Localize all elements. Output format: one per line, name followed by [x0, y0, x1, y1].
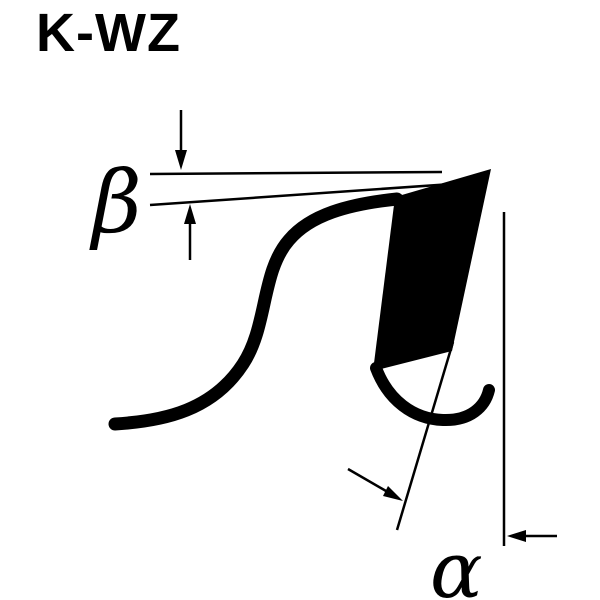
tooth-face-line	[395, 341, 455, 531]
beta-arrow-down-icon	[175, 110, 187, 170]
carbide-tip	[373, 169, 491, 371]
tooth-body-curve	[108, 192, 404, 431]
alpha-angle-label: α	[430, 526, 483, 600]
beta-arrow-up-icon	[184, 204, 196, 260]
beta-lower-reference-line	[149, 182, 453, 207]
alpha-arrow-right-icon	[347, 467, 403, 501]
diagram-title: K-WZ	[36, 3, 181, 63]
alpha-arrow-left-icon	[507, 530, 557, 542]
beta-upper-reference-line	[149, 170, 443, 176]
gullet-curve	[370, 362, 495, 427]
beta-angle-label: β	[89, 153, 142, 253]
